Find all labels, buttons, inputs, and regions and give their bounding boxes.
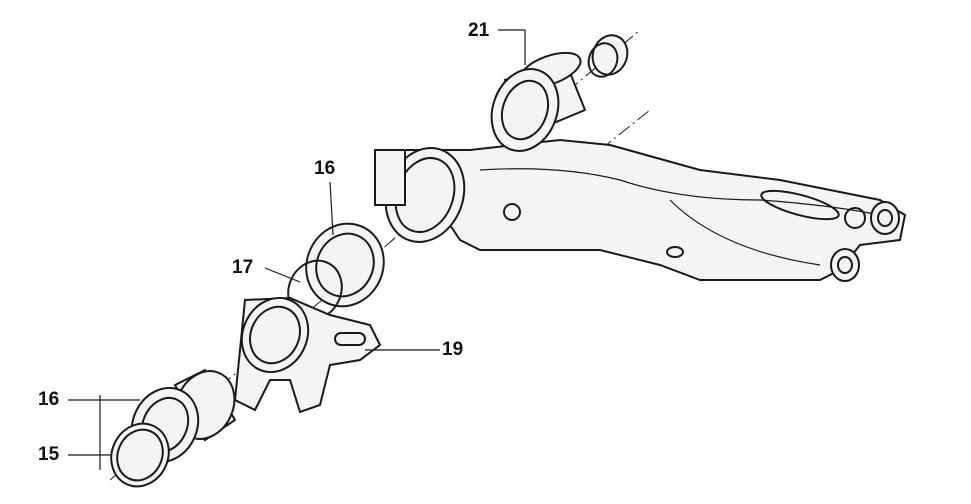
leader-line-16a	[329, 181, 334, 236]
axle-bushing-bore	[877, 209, 893, 227]
clamp-block	[374, 149, 406, 206]
bracket-19-slot	[334, 332, 366, 346]
axle-bushing	[870, 201, 900, 235]
axle-bushing	[830, 248, 860, 282]
small-bushing-face	[587, 42, 619, 78]
swingarm-edge	[479, 168, 881, 216]
ring-15	[110, 422, 170, 488]
swingarm-hole	[666, 246, 684, 258]
bracket-19-bore	[249, 305, 301, 365]
axis-line	[599, 109, 651, 151]
axle-bushing-bore	[837, 256, 853, 274]
bearing-cup-21-face	[490, 68, 560, 152]
ring-15-bore	[116, 428, 164, 482]
seal-16-upper-bore	[315, 232, 375, 298]
swingarm-edge	[669, 199, 821, 266]
leader-line-21	[498, 29, 526, 65]
callout-16-upper: 16	[314, 158, 336, 179]
bolt-head	[844, 207, 866, 229]
swingarm-hole	[503, 203, 521, 221]
callout-15: 15	[38, 444, 60, 465]
callout-21: 21	[468, 20, 490, 41]
leader-line-17	[264, 267, 301, 283]
seal-16-upper	[305, 222, 385, 308]
callout-16-lower: 16	[38, 389, 60, 410]
callout-19: 19	[442, 339, 464, 360]
bearing-cup-21-bore	[500, 79, 550, 141]
callout-17: 17	[232, 257, 254, 278]
swingarm-slot	[760, 189, 840, 221]
swingarm	[398, 138, 907, 281]
